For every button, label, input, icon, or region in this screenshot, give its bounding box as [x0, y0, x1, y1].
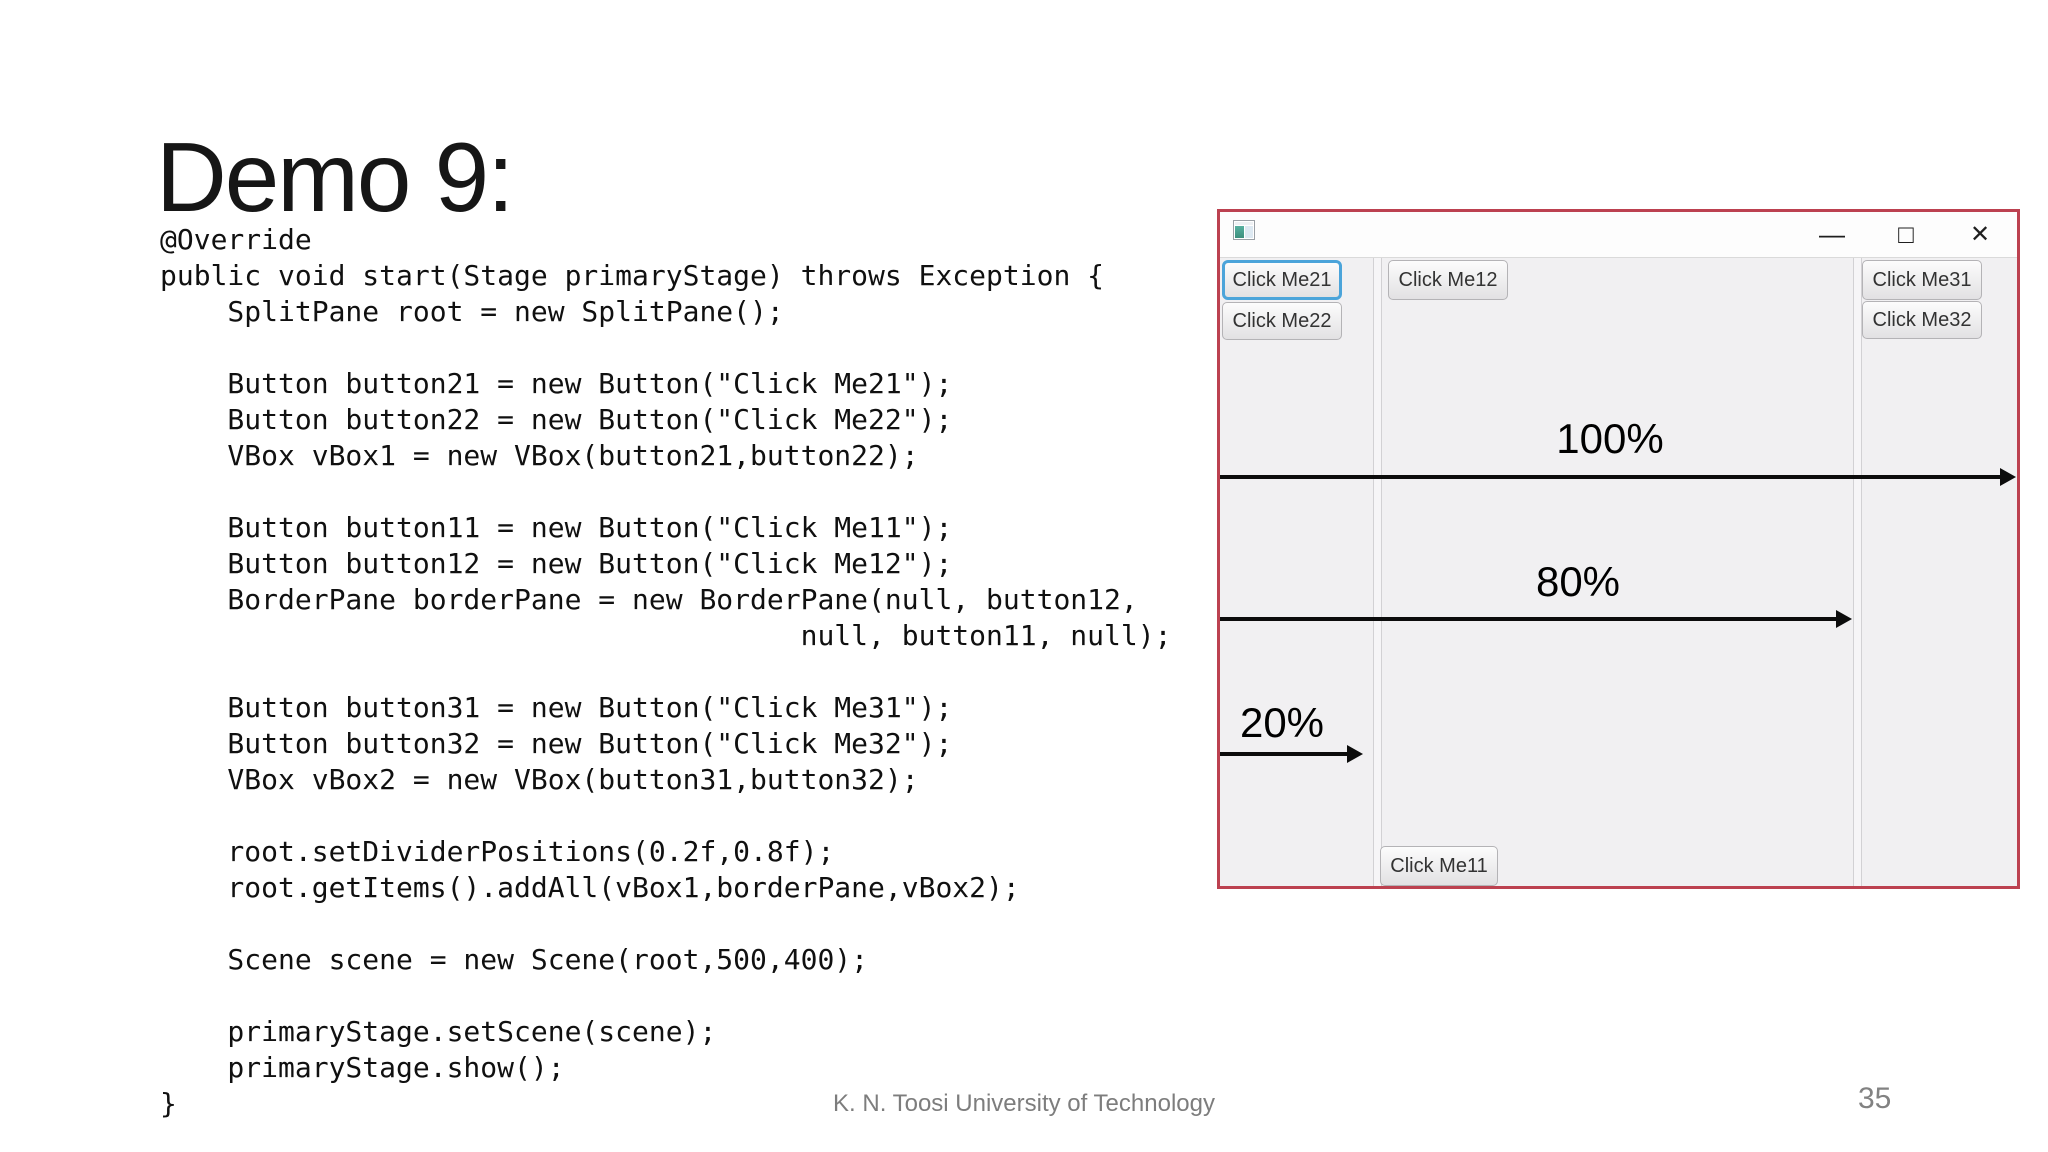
click-me31-button[interactable]: Click Me31	[1862, 260, 1982, 300]
close-button[interactable]: ✕	[1943, 212, 2017, 257]
page-number: 35	[1858, 1082, 1892, 1115]
splitpane-divider-right[interactable]	[1853, 258, 1862, 886]
code-line: VBox vBox1 = new VBox(button21,button22)…	[160, 439, 919, 472]
code-line: Button button22 = new Button("Click Me22…	[160, 403, 953, 436]
code-line	[160, 330, 1171, 366]
maximize-button[interactable]: □	[1869, 212, 1943, 257]
code-line: Button button31 = new Button("Click Me31…	[160, 691, 953, 724]
code-line: BorderPane borderPane = new BorderPane(n…	[160, 583, 1138, 616]
splitpane-content: Click Me21 Click Me22 Click Me12 Click M…	[1220, 258, 2017, 886]
code-line	[160, 906, 1171, 942]
code-line	[160, 474, 1171, 510]
code-line	[160, 798, 1171, 834]
code-line: primaryStage.show();	[160, 1051, 565, 1084]
full-width-arrow	[1220, 468, 2016, 486]
code-line: null, button11, null);	[160, 619, 1172, 652]
code-line: Button button21 = new Button("Click Me21…	[160, 367, 953, 400]
code-line: SplitPane root = new SplitPane();	[160, 295, 784, 328]
code-line: root.setDividerPositions(0.2f,0.8f);	[160, 835, 835, 868]
code-line	[160, 978, 1171, 1014]
full-width-label: 100%	[1556, 415, 1664, 462]
click-me22-button[interactable]: Click Me22	[1222, 302, 1342, 340]
java-code-block: @Override public void start(Stage primar…	[160, 222, 1171, 1122]
maximize-icon: □	[1898, 219, 1914, 249]
javafx-app-window-screenshot: — □ ✕ Click Me21 Click Me22 Click Me12 C…	[1217, 209, 2020, 889]
click-me12-button[interactable]: Click Me12	[1388, 260, 1508, 300]
click-me21-button[interactable]: Click Me21	[1222, 260, 1342, 300]
twenty-percent-arrow	[1220, 745, 1363, 763]
code-line: primaryStage.setScene(scene);	[160, 1015, 717, 1048]
app-icon-right-pane-part	[1245, 226, 1253, 238]
code-line: public void start(Stage primaryStage) th…	[160, 259, 1105, 292]
window-controls: — □ ✕	[1795, 212, 2017, 257]
window-titlebar: — □ ✕	[1220, 212, 2017, 258]
code-line: root.getItems().addAll(vBox1,borderPane,…	[160, 871, 1020, 904]
footer-text: K. N. Toosi University of Technology	[833, 1090, 1215, 1117]
app-icon-left-pane-part	[1235, 226, 1244, 238]
code-line	[160, 654, 1171, 690]
minimize-button[interactable]: —	[1795, 212, 1869, 257]
slide-title: Demo 9:	[156, 122, 514, 232]
eighty-percent-label: 80%	[1535, 558, 1621, 605]
code-line: }	[160, 1087, 177, 1120]
code-line: Button button32 = new Button("Click Me32…	[160, 727, 953, 760]
eighty-percent-arrow	[1220, 610, 1852, 628]
close-icon: ✕	[1969, 221, 1991, 248]
click-me11-button[interactable]: Click Me11	[1380, 846, 1498, 886]
code-line: Button button12 = new Button("Click Me12…	[160, 547, 953, 580]
app-icon-titlebar-part	[1235, 222, 1253, 225]
code-line: VBox vBox2 = new VBox(button31,button32)…	[160, 763, 919, 796]
app-icon	[1233, 220, 1255, 240]
splitpane-divider-left[interactable]	[1373, 258, 1382, 886]
minimize-icon: —	[1819, 219, 1845, 249]
code-line: Scene scene = new Scene(root,500,400);	[160, 943, 869, 976]
twenty-percent-label: 20%	[1239, 699, 1325, 746]
code-line: @Override	[160, 223, 312, 256]
click-me32-button[interactable]: Click Me32	[1862, 301, 1982, 339]
code-line: Button button11 = new Button("Click Me11…	[160, 511, 953, 544]
